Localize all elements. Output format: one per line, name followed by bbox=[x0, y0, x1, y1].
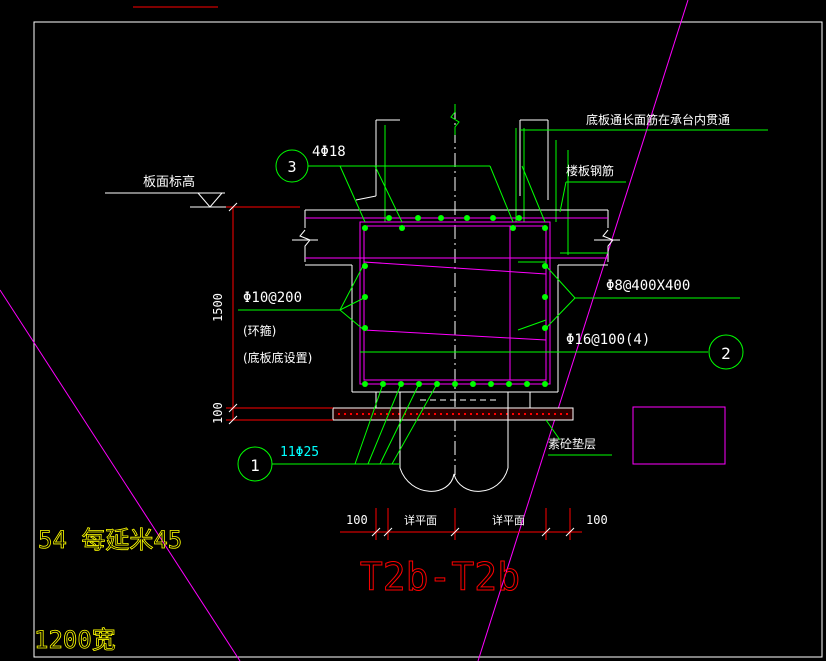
callout-2-circle bbox=[708, 334, 744, 370]
slab-elevation-label: 板面标高 bbox=[143, 174, 195, 190]
callout-1-number: 1 bbox=[250, 456, 260, 475]
dim-mid-right-label: 详平面 bbox=[492, 513, 525, 527]
magenta-box bbox=[632, 406, 726, 465]
left-note-2: 1200宽 bbox=[34, 626, 116, 654]
left-note-1: 54 每延米45 bbox=[38, 526, 182, 554]
stirrup-bottom-label: (底板底设置) bbox=[243, 350, 312, 365]
slab-outline bbox=[292, 209, 620, 393]
plain-concrete-label: 素砼垫层 bbox=[548, 436, 596, 451]
top-bar-continuous-label: 底板通长面筋在承台内贯通 bbox=[586, 112, 730, 127]
bar-11phi25-label: 11Φ25 bbox=[280, 445, 319, 460]
tie-bar-label: Φ8@400X400 bbox=[606, 278, 690, 294]
dim-mid-left-label: 详平面 bbox=[404, 513, 437, 527]
diagonal-line-right bbox=[477, 0, 689, 661]
horizontal-dimension bbox=[340, 508, 582, 540]
slab-elevation-symbol bbox=[105, 192, 275, 208]
section-title: T2b-T2b bbox=[360, 555, 520, 599]
leader-plain-concrete bbox=[545, 419, 561, 441]
drawing-frame bbox=[33, 21, 823, 658]
dim-height-label: 1500 bbox=[211, 293, 225, 322]
dim-right-label: 100 bbox=[586, 513, 608, 527]
dim-left-label: 100 bbox=[346, 513, 368, 527]
top-rebar-dots bbox=[362, 215, 548, 331]
bottom-rebar-dots bbox=[362, 381, 548, 387]
break-symbol-top bbox=[450, 104, 460, 135]
callout-3-number: 3 bbox=[287, 158, 296, 176]
callout-2-number: 2 bbox=[721, 344, 731, 363]
dim-pad-label: 100 bbox=[211, 402, 225, 424]
pile-outline bbox=[375, 392, 531, 492]
diagonal-line-left bbox=[0, 289, 241, 661]
column-rebars bbox=[384, 125, 768, 255]
floor-rebar-label: 楼板钢筋 bbox=[566, 163, 614, 178]
leader-tie-bar bbox=[545, 265, 576, 299]
bar-phi16-label: Φ16@100(4) bbox=[566, 332, 650, 348]
stirrup-main-label: Φ10@200 bbox=[243, 290, 302, 306]
column-outline bbox=[355, 119, 549, 201]
stirrup-ring-label: (环箍) bbox=[243, 323, 276, 338]
bar-4phi18-label: 4Φ18 bbox=[312, 144, 346, 160]
vertical-dimension bbox=[226, 202, 333, 425]
slab-rebars bbox=[305, 217, 608, 259]
